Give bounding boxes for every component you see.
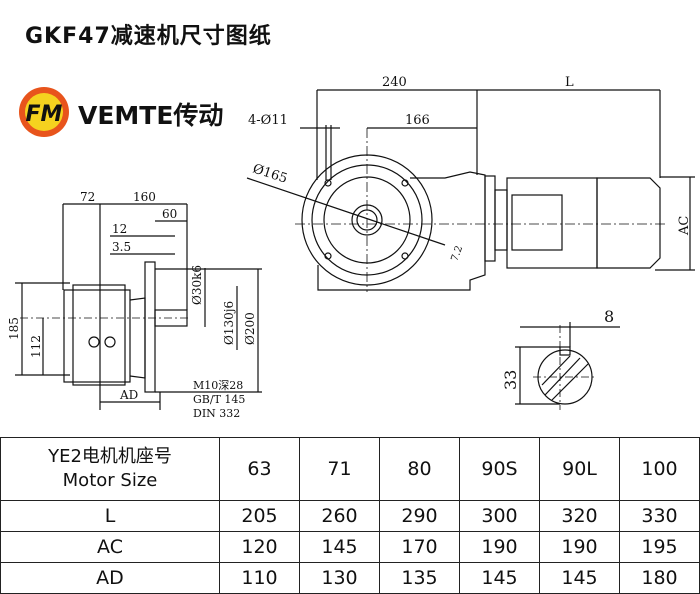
svg-text:FM: FM [26,102,63,127]
dim-185: 185 [7,317,21,340]
dim-key-width: 8 [604,307,614,326]
shaft-section [515,322,620,410]
value-cell: 190 [539,531,620,563]
value-cell: 190 [459,531,540,563]
value-cell: 180 [619,562,700,594]
dim-ac: AC [677,216,692,236]
header-motor-size: YE2电机机座号 Motor Size [0,437,220,501]
value-cell: 170 [379,531,460,563]
value-cell: 130 [299,562,380,594]
dim-160: 160 [133,190,156,204]
table-row: AC 120 145 170 190 190 195 [0,531,700,563]
row-label: AD [0,562,220,594]
value-cell: 205 [219,500,300,532]
value-cell: 145 [539,562,620,594]
dim-166: 166 [405,113,430,128]
dim-3-5: 3.5 [112,240,131,254]
dim-d30: Ø30k6 [190,265,204,305]
size-cell: 63 [219,437,300,501]
dim-60: 60 [162,207,177,221]
value-cell: 120 [219,531,300,563]
value-cell: 110 [219,562,300,594]
front-view [246,89,695,292]
value-cell: 145 [459,562,540,594]
dim-d130: Ø130j6 [222,301,236,345]
value-cell: 320 [539,500,620,532]
table-header-row: YE2电机机座号 Motor Size 63 71 80 90S 90L 100 [0,437,700,501]
row-label: L [0,500,220,532]
standard-note-gb: GB/T 145 [193,393,245,406]
dimension-table: YE2电机机座号 Motor Size 63 71 80 90S 90L 100… [0,437,700,594]
value-cell: 260 [299,500,380,532]
size-cell: 71 [299,437,380,501]
dim-angle: 7.2 [449,244,465,263]
dim-112: 112 [29,335,43,358]
center-hole-note: M10深28 [193,379,243,392]
standard-note-din: DIN 332 [193,407,240,420]
dim-12: 12 [112,222,127,236]
table-row: L 205 260 290 300 320 330 [0,500,700,532]
size-cell: 80 [379,437,460,501]
brand-logo: FM [19,87,69,137]
dim-4-holes: 4-Ø11 [248,113,288,128]
value-cell: 145 [299,531,380,563]
table-row: AD 110 130 135 145 145 180 [0,562,700,594]
value-cell: 195 [619,531,700,563]
page-title: GKF47减速机尺寸图纸 [25,24,272,49]
size-cell: 100 [619,437,700,501]
dim-ad: AD [119,388,138,402]
header-cn: YE2电机机座号 [48,446,172,467]
dim-240: 240 [382,75,407,90]
side-view [15,203,262,410]
dim-d200: Ø200 [243,312,257,345]
value-cell: 330 [619,500,700,532]
header-en: Motor Size [62,470,158,491]
value-cell: 290 [379,500,460,532]
row-label: AC [0,531,220,563]
dim-d165: Ø165 [251,162,289,187]
dim-L: L [565,75,574,90]
dim-shaft-height: 33 [501,370,520,390]
value-cell: 135 [379,562,460,594]
technical-drawing: FM 72 160 [7,75,695,420]
value-cell: 300 [459,500,540,532]
brand-name: VEMTE传动 [78,101,224,130]
dim-72: 72 [80,190,95,204]
size-cell: 90L [539,437,620,501]
size-cell: 90S [459,437,540,501]
